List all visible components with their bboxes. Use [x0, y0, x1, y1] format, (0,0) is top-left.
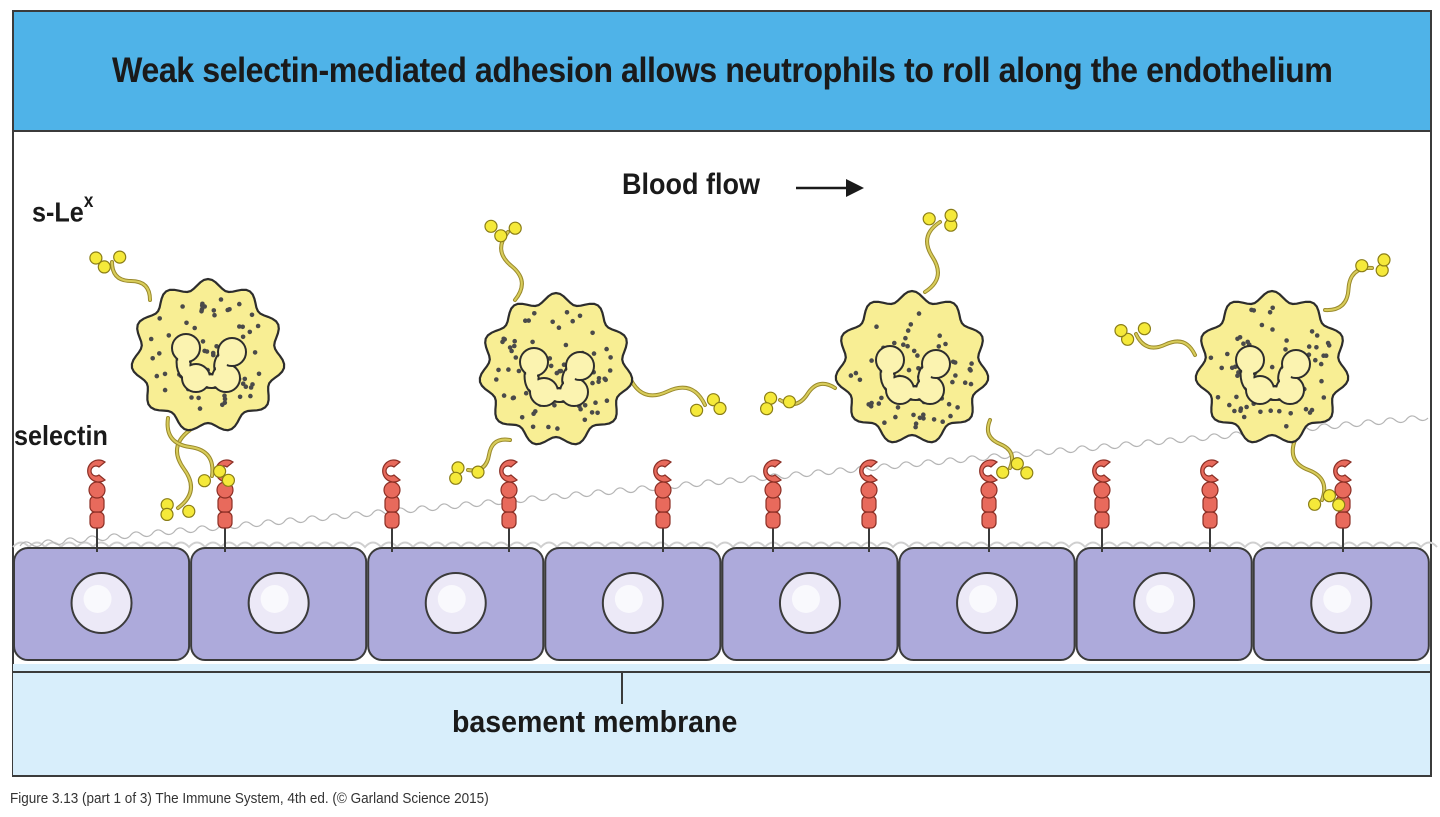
sialyl-lewis-x-ligand-icon: [89, 250, 152, 302]
endothelial-cell-icon: [544, 547, 722, 661]
selectin-molecule-icon: [499, 459, 518, 552]
neutrophil-cell-icon: [449, 219, 727, 485]
selectin-molecule-icon: [979, 459, 998, 552]
glycocalyx-layer: [12, 415, 1438, 549]
selectin-molecule-icon: [1200, 459, 1219, 552]
basement-membrane-region: [13, 664, 1430, 775]
neutrophil-cell-icon: [759, 208, 1034, 480]
endothelium: [13, 547, 1430, 661]
figure-title: Weak selectin-mediated adhesion allows n…: [111, 51, 1333, 90]
endothelial-cell-icon: [898, 547, 1076, 661]
endothelial-cell-icon: [367, 547, 545, 661]
sialyl-lewis-x-ligand-icon: [1290, 438, 1346, 512]
sialyl-lewis-x-ligand-icon: [165, 416, 235, 488]
right-arrow-icon: [796, 179, 864, 197]
slex-label: s-Lex: [32, 191, 93, 228]
basement-membrane-label: basement membrane: [452, 704, 738, 739]
sialyl-lewis-x-ligand-icon: [449, 437, 512, 485]
selectin-molecules: [87, 459, 1352, 552]
endothelial-cell-icon: [1075, 547, 1253, 661]
neutrophil-nucleus: [1235, 345, 1311, 405]
sialyl-lewis-x-ligand-icon: [922, 208, 958, 294]
endothelial-cell-icon: [190, 547, 368, 661]
title-band: Weak selectin-mediated adhesion allows n…: [14, 12, 1430, 132]
selectin-molecule-icon: [859, 459, 878, 552]
selectin-molecule-icon: [382, 459, 401, 552]
slex-label-superscript: x: [83, 191, 94, 212]
neutrophil-cell-icon: [1114, 253, 1391, 512]
neutrophil-nucleus: [519, 347, 595, 407]
endothelial-cell-icon: [721, 547, 899, 661]
neutrophil-nucleus: [171, 333, 247, 393]
sialyl-lewis-x-ligand-icon: [1114, 322, 1197, 357]
neutrophil-cell-icon: [89, 250, 286, 522]
selectin-molecule-icon: [87, 459, 106, 552]
sialyl-lewis-x-ligand-icon: [759, 381, 837, 416]
slex-label-base: s-Le: [32, 196, 84, 228]
neutrophils: [89, 208, 1391, 522]
sialyl-lewis-x-ligand-icon: [1323, 253, 1391, 313]
endothelial-cell-icon: [13, 547, 191, 661]
sialyl-lewis-x-ligand-icon: [160, 428, 196, 522]
figure-caption: Figure 3.13 (part 1 of 3) The Immune Sys…: [10, 790, 489, 807]
blood-flow-label: Blood flow: [622, 168, 760, 201]
sialyl-lewis-x-ligand-icon: [628, 376, 727, 417]
selectin-molecule-icon: [653, 459, 672, 552]
sialyl-lewis-x-ligand-icon: [484, 219, 524, 302]
sialyl-lewis-x-ligand-icon: [986, 418, 1034, 480]
selectin-molecule-icon: [1092, 459, 1111, 552]
selectin-molecule-icon: [763, 459, 782, 552]
neutrophil-nucleus: [875, 345, 951, 405]
endothelial-cell-icon: [1252, 547, 1430, 661]
selectin-label: selectin: [14, 420, 108, 451]
